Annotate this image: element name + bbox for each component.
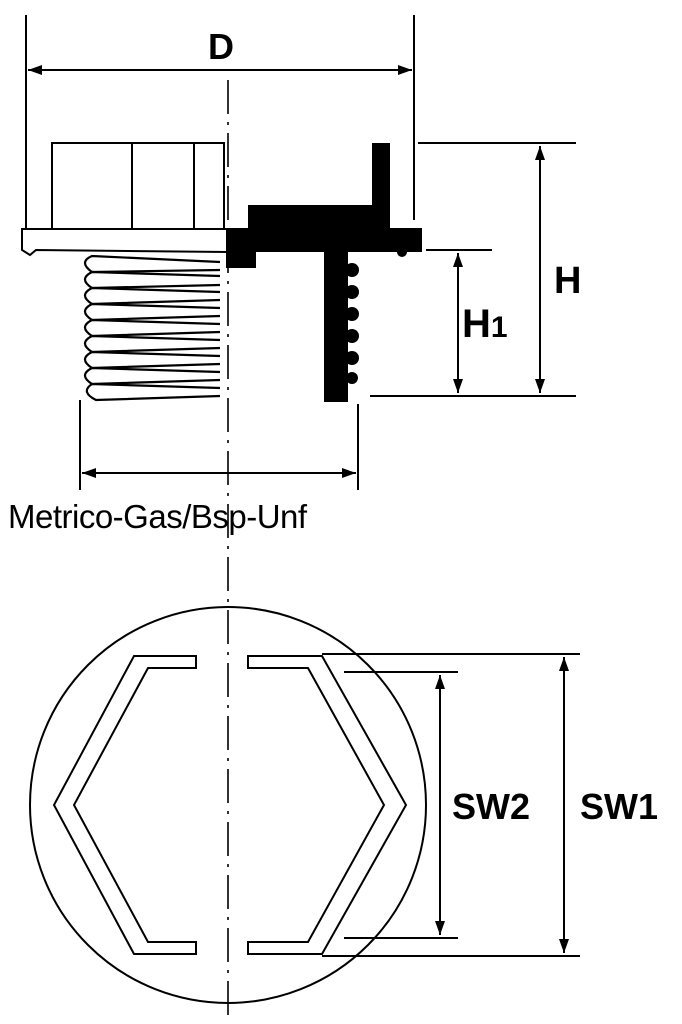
thread-dimension <box>79 400 359 490</box>
thread-coils <box>83 254 221 402</box>
hex-socket-left <box>52 655 197 955</box>
height1-label: H1 <box>462 302 508 347</box>
height1-label-sub: 1 <box>490 311 508 344</box>
sw1-dimension <box>322 653 580 957</box>
diameter-dimension <box>25 15 415 228</box>
side-view <box>21 15 576 1015</box>
diameter-label: D <box>208 26 234 67</box>
cross-section <box>226 143 422 402</box>
height1-label-main: H <box>462 302 491 346</box>
hex-head-outline <box>51 142 225 230</box>
hex-socket-right <box>247 655 408 955</box>
flange-outline <box>21 228 229 257</box>
sw2-dimension <box>344 671 458 939</box>
top-view <box>29 606 580 1004</box>
sw1-label: SW1 <box>580 786 659 827</box>
top-view-circle <box>29 606 427 1004</box>
thread-type-label: Metrico-Gas/Bsp-Unf <box>8 498 307 535</box>
height-dimension <box>370 142 576 397</box>
height1-dimension <box>426 249 492 393</box>
height-label: H <box>554 260 582 302</box>
sw2-label: SW2 <box>452 786 531 827</box>
